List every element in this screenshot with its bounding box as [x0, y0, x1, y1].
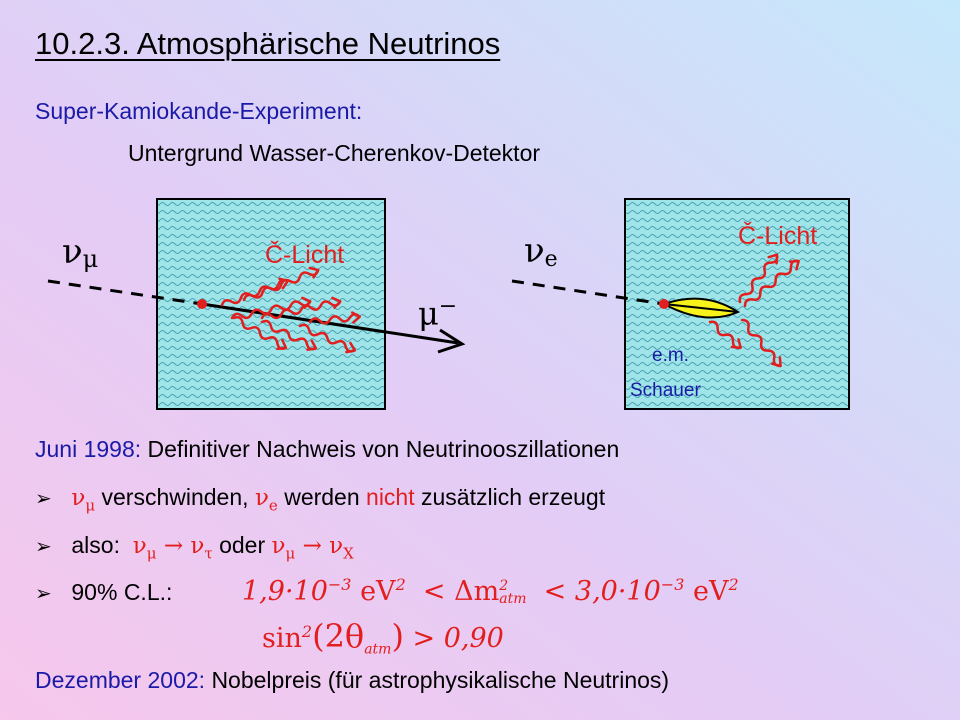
muon-arrowhead [437, 328, 466, 354]
result-text: Definitiver Nachweis von Neutrinooszilla… [147, 436, 620, 462]
nobel-line: Dezember 2002: Nobelpreis (für astrophys… [35, 667, 669, 694]
cherenkov-photons-right [708, 253, 800, 368]
muon-label: μ− [418, 294, 458, 333]
bullet-confidence: ➢ 90% C.L.: [35, 579, 173, 605]
shower-label-line1: e.m. [652, 345, 689, 366]
neutrino-path-left [47, 279, 203, 306]
cherenkov-light-label-right: Č-Licht [738, 222, 818, 250]
bullet-oscillation: ➢ also: νμ → ντ oder νμ → νX [35, 532, 354, 563]
experiment-name: Super-Kamiokande-Experiment: [35, 98, 363, 124]
interaction-vertex-right [659, 299, 669, 309]
electron-neutrino-label: νe [524, 231, 558, 272]
bullet-arrow-icon: ➢ [35, 534, 52, 558]
nobel-text: Nobelpreis (für astrophysikalische Neutr… [211, 667, 670, 693]
detector-tank-left [156, 198, 386, 410]
bullet-arrow-icon: ➢ [35, 581, 52, 605]
nobel-date: Dezember 2002: [35, 667, 206, 693]
bullet-arrow-icon: ➢ [35, 486, 52, 510]
result-line: Juni 1998: Definitiver Nachweis von Neut… [35, 436, 619, 463]
shower-label-line2: Schauer [630, 380, 701, 401]
interaction-vertex-left [197, 299, 207, 309]
mixing-angle-formula: sin2(2θatm) > 0,90 [262, 617, 504, 658]
muon-neutrino-label-left: νμ [62, 232, 99, 273]
bullet-disappearance: ➢ νμ verschwinden, νe werden nicht zusät… [35, 484, 606, 515]
muon-track [201, 302, 459, 345]
neutrino-path-right [511, 279, 665, 306]
result-date: Juni 1998: [35, 436, 142, 462]
detector-description: Untergrund Wasser-Cherenkov-Detektor [128, 140, 541, 166]
cherenkov-light-label-left: Č-Licht [265, 241, 345, 269]
cherenkov-photons-left [220, 266, 361, 354]
page-title: 10.2.3. Atmosphärische Neutrinos [35, 26, 501, 61]
